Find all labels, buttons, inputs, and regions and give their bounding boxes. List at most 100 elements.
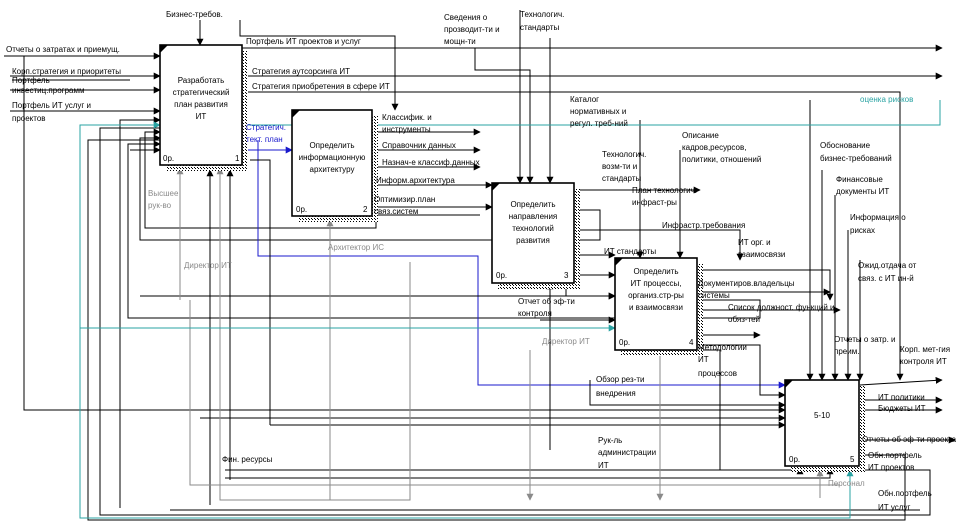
block-4-cost: 0р. xyxy=(619,338,630,347)
arrow-label: ИТ проектов xyxy=(868,463,914,472)
arrow-label: Обн.портфель xyxy=(868,451,922,460)
arrow-label: Инфрастр.требования xyxy=(662,221,745,230)
arrow-label: обяз-тей xyxy=(728,315,760,324)
block-5-number: 5 xyxy=(850,455,855,464)
arrow-label: Стратегия приобретения в сфере ИТ xyxy=(252,82,390,91)
arrow-label: ИТ xyxy=(598,461,609,470)
block-5[interactable]: 5-10 0р. 5 xyxy=(784,379,865,472)
arrow-label: Отчеты об эф-ти проекта xyxy=(862,435,956,444)
arrow-label: Фин. ресурсы xyxy=(222,455,273,464)
block-1-output-labels: Портфель ИТ проектов и услуг Стратегия а… xyxy=(246,37,390,144)
arrow-label: инструменты xyxy=(382,125,431,134)
arrow-label: Информ.архитектура xyxy=(376,176,455,185)
block-2-output-labels: Классифик. и инструменты Справочник данн… xyxy=(374,113,480,216)
input-labels: Отчеты о затратах и приемущ. Корп.страте… xyxy=(6,45,121,123)
block-1-cost: 0р. xyxy=(163,154,174,163)
block-3-cost: 0р. xyxy=(496,271,507,280)
arrow-label: контроля xyxy=(518,309,552,318)
arrow-label: Стратегия аутсорсинга ИТ xyxy=(252,67,350,76)
block-3-labels: Каталог нормативных и регул. треб-ний Оп… xyxy=(518,95,761,318)
arrow-label: ИТ стандарты xyxy=(604,247,656,256)
arrow-label: ИТ xyxy=(698,355,709,364)
top-control-labels: Бизнес-требов. Сведения о прозводит-ти и… xyxy=(166,10,564,46)
arrow-label: Отчет об эф-ти xyxy=(518,297,575,306)
arrow-label: Технологич. xyxy=(602,150,646,159)
arrow-label: процессов xyxy=(698,369,737,378)
risk-assessment-label: оценка рисков xyxy=(860,95,913,104)
arrow-label: Бюджеты ИТ xyxy=(878,404,926,413)
arrow-label: контроля ИТ xyxy=(900,357,947,366)
arrow-label: Портфель ИТ проектов и услуг xyxy=(246,37,361,46)
block-2-cost: 0р. xyxy=(296,205,307,214)
arrow-label: Список должност. функций и xyxy=(728,303,835,312)
arrow-label: Архитектор ИС xyxy=(328,243,384,252)
arrow-label: внедрения xyxy=(596,389,636,398)
arrow-label: Назнач-е классиф.данных xyxy=(382,158,480,167)
arrow-label: Высшее xyxy=(148,189,179,198)
arrow-label: Отчеты о затр. и xyxy=(834,335,896,344)
arrow-label: Финансовые xyxy=(836,175,883,184)
arrow-label: преим. xyxy=(834,347,859,356)
arrow-label: стандарты xyxy=(602,174,641,183)
arrow-label: Стратегич. xyxy=(246,123,286,132)
arrow-label: администрации xyxy=(598,448,656,457)
arrow-label: Классифик. и xyxy=(382,113,432,122)
block-4-number: 4 xyxy=(689,338,694,347)
arrow-label: рук-во xyxy=(148,201,172,210)
arrow-label: стандарты xyxy=(520,23,559,32)
arrow-label: ИТ политики xyxy=(878,393,925,402)
mechanism-labels: Высшее рук-во Директор ИТ Архитектор ИС … xyxy=(148,189,865,488)
arrow-label: Обн.портфель xyxy=(878,489,932,498)
arrow-label: политики, отношений xyxy=(682,155,761,164)
arrow-label: Информация о xyxy=(850,213,906,222)
arrow-label: Обоснование xyxy=(820,141,871,150)
arrow-label: План технологич. xyxy=(632,186,697,195)
arrow-label: Отчеты о затратах и приемущ. xyxy=(6,45,120,54)
arrow-label: Справочник данных xyxy=(382,141,456,150)
arrow-label: Портфель ИТ услуг и xyxy=(12,101,91,110)
arrow-label: документы ИТ xyxy=(836,187,889,196)
arrow-label: кадров,ресурсов, xyxy=(682,143,746,152)
arrow-label: бизнес-требований xyxy=(820,154,892,163)
arrow-label: связ.систем xyxy=(374,207,418,216)
arrow-label: связ. с ИТ ин-й xyxy=(858,274,914,283)
arrow-label: Описание xyxy=(682,131,719,140)
arrow-label: системы xyxy=(698,291,730,300)
block-3-number: 3 xyxy=(564,271,569,280)
arrow-label: Рук-ль xyxy=(598,436,622,445)
arrow-label: возм-ти и xyxy=(602,162,637,171)
arrow-label: ИТ орг. и xyxy=(738,238,771,247)
block-5-cost: 0р. xyxy=(789,455,800,464)
arrow-label: инвестиц.программ xyxy=(12,86,84,95)
arrow-label: Ожид.отдача от xyxy=(858,261,917,270)
block-4-labels: ИТ орг. и взаимосвязи Документиров.владе… xyxy=(596,238,835,398)
arrow-label: взаимосвязи xyxy=(738,250,785,259)
arrow-label: тект. план xyxy=(246,135,283,144)
arrow-label: ИТ услуг xyxy=(878,503,910,512)
arrow-label: Корп.стратегия и приоритеты xyxy=(12,67,121,76)
arrow-label: Оптимизир.план xyxy=(374,195,435,204)
arrow-label: инфраст-ры xyxy=(632,198,677,207)
arrow-label: рисках xyxy=(850,226,875,235)
block-2-number: 2 xyxy=(363,205,368,214)
arrow-label: Директор ИТ xyxy=(542,337,590,346)
arrow-label: прозводит-ти и xyxy=(444,25,500,34)
right-output-labels: Обоснование бизнес-требований Финансовые… xyxy=(820,141,956,512)
arrow-label: Методологии xyxy=(698,343,747,352)
arrow-label: Документиров.владельцы xyxy=(698,279,795,288)
arrow-label: регул. треб-ний xyxy=(570,119,628,128)
arrow-label: Бизнес-требов. xyxy=(166,10,223,19)
arrow-label: Портфель xyxy=(12,76,50,85)
arrow-label: Обзор рез-ти xyxy=(596,375,645,384)
arrow-label: проектов xyxy=(12,114,46,123)
block-1-number: 1 xyxy=(235,154,240,163)
arrow-label: Корп. мет-гия xyxy=(900,345,950,354)
